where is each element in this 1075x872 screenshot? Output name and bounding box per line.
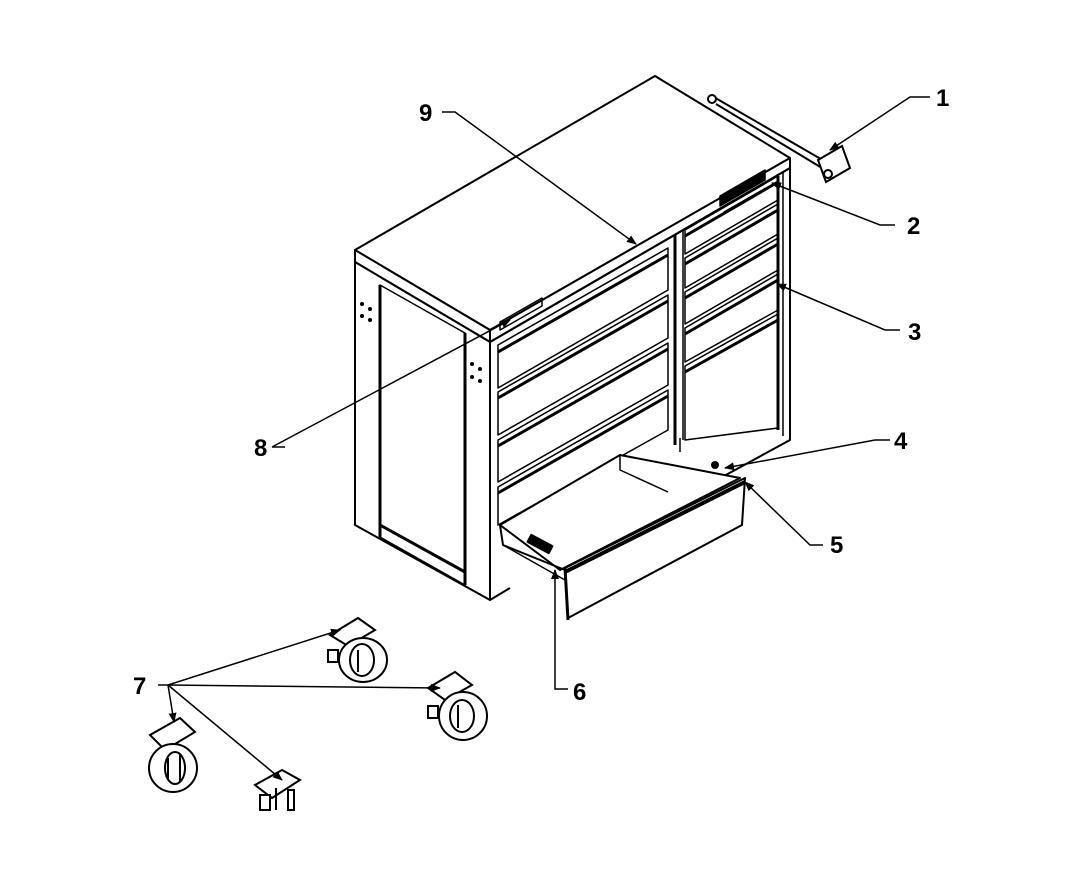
left-drawer-bank: [497, 247, 669, 526]
callout-7: 7: [133, 673, 146, 700]
callout-labels: 1 2 3 4 5 6 7 8 9: [133, 85, 949, 706]
callout-2: 2: [907, 213, 920, 240]
drawer-handle-part: [707, 94, 852, 184]
callout-3: 3: [908, 319, 921, 346]
leader-lines: [158, 96, 930, 781]
callout-5: 5: [830, 532, 843, 559]
callout-4: 4: [894, 428, 908, 455]
cabinet-body: [354, 75, 791, 601]
open-bottom-drawer: [499, 438, 746, 621]
callout-8: 8: [254, 435, 267, 462]
caster-wheel: [327, 616, 388, 683]
caster-wheel: [426, 670, 488, 741]
callout-9: 9: [419, 100, 432, 127]
callout-1: 1: [936, 85, 949, 112]
callout-6: 6: [573, 679, 586, 706]
lock-plate: [719, 169, 767, 213]
caster-wheel: [148, 716, 198, 793]
